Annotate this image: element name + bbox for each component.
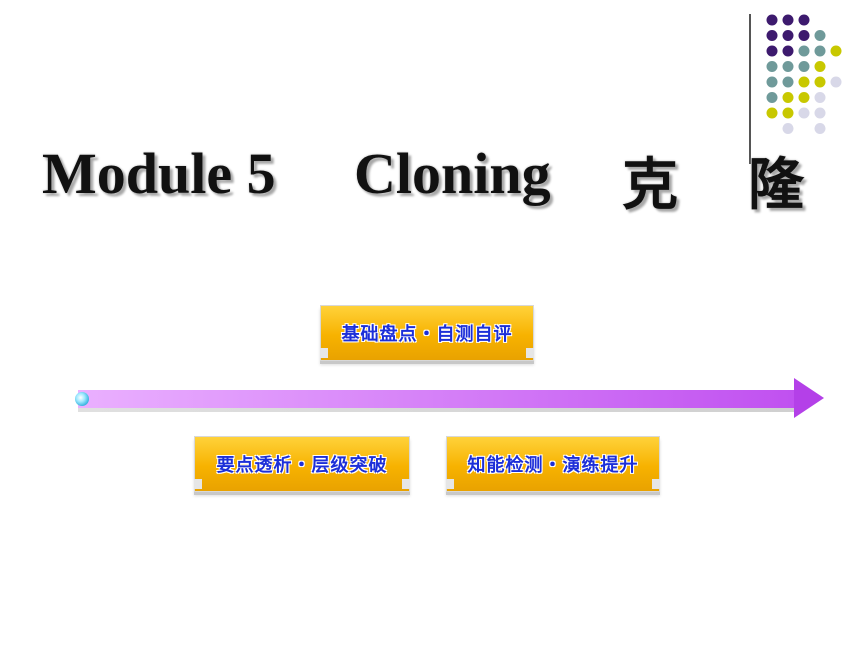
decorative-dot [766,92,778,103]
decorative-dot [782,76,794,88]
decorative-dot [830,76,842,88]
key-points-button-label: 要点透析・层级突破 [216,455,388,476]
key-points-button[interactable]: 要点透析・层级突破 [194,436,410,492]
decorative-dot [766,61,778,72]
decorative-dot [798,107,810,119]
decorative-dot [814,76,826,88]
decorative-dot [782,14,794,26]
decorative-dot [766,76,778,88]
arrow-icon [75,378,824,418]
decorative-dot [798,92,810,103]
decorative-dot [782,30,794,41]
title-chinese-2: 隆 [748,153,804,218]
decorative-dot [798,61,810,72]
decorative-dot [830,45,842,57]
basics-button[interactable]: 基础盘点・自测自评 [320,305,534,361]
basics-button-label: 基础盘点・自测自评 [341,324,513,345]
practice-button[interactable]: 知能检测・演练提升 [446,436,660,492]
decorative-dot [814,45,826,57]
page-title: Module 5 Cloning 克 隆 [42,140,842,220]
decorative-dot [814,107,826,119]
decorative-dot [766,14,778,26]
title-chinese-1: 克 [622,153,678,218]
title-module: Module 5 [42,141,276,206]
decorative-dot [766,30,778,41]
title-topic: Cloning [354,141,551,206]
decorative-dot [814,30,826,41]
decorative-dot [814,123,826,134]
decorative-dot [814,61,826,72]
decorative-dot [814,92,826,103]
decorative-divider-line [749,14,751,164]
decorative-dot [782,92,794,103]
decorative-dot [798,45,810,57]
decorative-dot-grid [766,14,842,134]
decorative-dot [766,107,778,119]
decorative-dot [782,107,794,119]
decorative-dot [782,123,794,134]
decorative-dot [782,45,794,57]
decorative-dot [798,14,810,26]
decorative-dot [766,45,778,57]
decorative-dot [798,76,810,88]
decorative-dot [782,61,794,72]
practice-button-label: 知能检测・演练提升 [467,455,639,476]
decorative-dot [798,30,810,41]
